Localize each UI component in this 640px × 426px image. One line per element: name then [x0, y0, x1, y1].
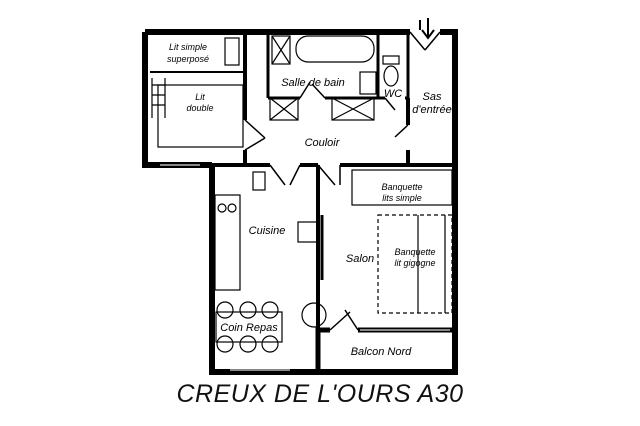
furniture — [151, 35, 453, 353]
label-lit-simple-2: superposé — [167, 54, 209, 64]
label-wc: WC — [384, 88, 402, 100]
label-sas-2: d'entrée — [412, 104, 451, 116]
walls — [142, 29, 458, 375]
label-salon: Salon — [346, 253, 374, 265]
entry-arrow-icon — [419, 18, 435, 40]
label-lit-double-1: Lit — [195, 92, 205, 102]
label-banquette-gigogne-2: lit gigogne — [394, 258, 435, 268]
label-banquette-gigogne-1: Banquette — [394, 247, 435, 257]
label-balcon: Balcon Nord — [351, 346, 412, 358]
label-salle-de-bain: Salle de bain — [281, 77, 345, 89]
plan-title: CREUX DE L'OURS A30 — [176, 380, 464, 408]
label-banquette-simple-2: lits simple — [382, 193, 422, 203]
label-cuisine: Cuisine — [249, 225, 286, 237]
label-couloir: Couloir — [305, 137, 341, 149]
label-coin-repas: Coin Repas — [220, 322, 278, 334]
label-sas-1: Sas — [423, 91, 442, 103]
label-lit-double-2: double — [186, 103, 213, 113]
label-lit-simple-1: Lit simple — [169, 42, 207, 52]
label-banquette-simple-1: Banquette — [381, 182, 422, 192]
